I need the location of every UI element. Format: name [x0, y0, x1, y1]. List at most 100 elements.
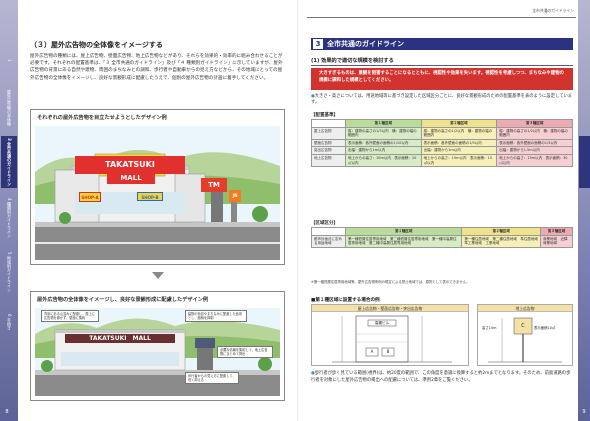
building-diagram-svg — [332, 315, 452, 363]
header-rule — [307, 17, 576, 18]
table-cell: 出幅：建物から1.5m以内 — [496, 146, 573, 155]
table-cell: 地上からの高さ：15m以内 表示面積：30㎡以内 — [496, 153, 573, 168]
table-header-cell: 第１種区域 — [345, 119, 422, 128]
bullet-text: 大きさ・高さについては、用途地域等に基づき設定した区域区分ごとに、良好な景観形成… — [311, 94, 573, 106]
bullet-paragraph: ●大きさ・高さについては、用途地域等に基づき設定した区域区分ごとに、良好な景観形… — [311, 94, 573, 107]
table-row: 地上広告物 地上からの高さ：10m以内 表示面積：10㎡以内 地上からの高さ：1… — [311, 153, 573, 168]
tab-procedures[interactable]: 6 手続き — [7, 314, 12, 330]
diagram-ground-sign: 地上広告物 高さ10m C 表示面積10㎡ — [477, 304, 573, 366]
sign-c-label: C — [521, 323, 525, 329]
section-banner: 3 全市共通のガイドライン — [311, 38, 573, 50]
callout-skyline: 背景にある山並みに配慮し、屋上に広告物を置かず、壁面に集約 — [41, 310, 99, 323]
mall-sign-top: TAKATSUKI — [75, 156, 185, 174]
callout-pedestrian: 歩行者からの見え方に配慮して、低く抑える — [185, 372, 239, 385]
tab-type-guideline[interactable]: 4 種類別ガイドライン — [7, 198, 12, 238]
building-name: 高槻ビル — [374, 321, 390, 325]
mall-illustration: TAKATSUKI MALL SHOP-A SHOP-B TM JN — [35, 126, 280, 260]
tab-1[interactable]: 1 — [7, 58, 12, 62]
table-header-row: 第１種区域 第２種区域 第３種区域 — [311, 119, 573, 128]
table-row: 屋上広告物 縦：建物の高さの1/3以内 横：建物の幅の範囲内 縦：建物の高さの1… — [311, 126, 573, 140]
area-dimension-label: 表示面積10㎡ — [534, 326, 556, 330]
diagram-label: 地上広告物 — [478, 305, 572, 312]
table-cell: 地上からの高さ：15m以内 表示面積：15㎡以内 — [420, 153, 498, 168]
table-header-cell: 第２種区域 — [461, 227, 541, 236]
mall-illustration-good: TAKATSUKI MALL 背景にある山並みに配慮し、屋上に広告物を置かず、壁… — [35, 308, 280, 396]
diagram-label: 屋上広告物・壁面広告物・突出広告物 — [312, 305, 468, 312]
diagram-heading: ■第１種区域に設置する場合の例 — [311, 298, 380, 303]
table2-label: 【区域区分】 — [311, 221, 338, 226]
footnote: ※第一種低層住居専用地域等、屋外広告物条例の規定による禁止地域では、原則として表… — [311, 280, 470, 284]
right-page-number: 9 — [582, 409, 586, 415]
section-title: 全市共通のガイドライン — [327, 40, 404, 48]
right-tab-strip: 9 — [578, 0, 590, 421]
footer-paragraph: ●歩行者が歩く見ている範囲(視界)は、約20度の範囲で、この角度を意識に換算する… — [311, 371, 573, 384]
placement-standards-table: 第１種区域 第２種区域 第３種区域 屋上広告物 縦：建物の高さの1/3以内 横：… — [311, 119, 573, 168]
tab-common-guideline[interactable]: 3 全市共通のガイドライン — [1, 136, 17, 188]
tab-active-marker[interactable] — [579, 136, 590, 188]
figure-bad-example: それぞれの屋外広告物を目立たせようとしたデザイン例 — [30, 109, 285, 265]
jn-sign: JN — [232, 193, 238, 198]
table-cell: 出幅：建物から1m以内 — [345, 146, 422, 155]
mall-sign-bottom: MALL — [107, 172, 155, 184]
right-page: 全市共通のガイドライン 9 3 全市共通のガイドライン (1) 効果的で適切な規… — [299, 0, 590, 421]
table-cell: 縦：建物の高さの1/3以内 横：建物の幅の範囲内 — [345, 126, 422, 140]
table-cell: 地上からの高さ：10m以内 表示面積：10㎡以内 — [345, 153, 422, 168]
table-cell: 商業地域 近隣商業地域 — [540, 234, 573, 248]
left-tab-strip: 1 屋外広告物の全体像 3 全市共通のガイドライン 4 種類別ガイドライン 5 … — [0, 0, 18, 421]
figure-title: 屋外広告物の全体像をイメージし、良好な景観形成に配慮したデザイン例 — [37, 297, 209, 303]
row-label: 突出広告物 — [311, 146, 346, 155]
mall-sign-good: TAKATSUKI MALL — [65, 334, 175, 343]
callout-consolidate: 必要な情報を集約して、地上広告物にまとめて掲出 — [217, 346, 273, 359]
table-header-cell: 第１種区域 — [344, 227, 463, 236]
figure-good-example: 屋外広告物の全体像をイメージし、良好な景観形成に配慮したデザイン例 T — [30, 291, 285, 401]
sub-heading: (1) 効果的で適切な規模を検討する — [311, 57, 573, 66]
table1-label: 【配置基準】 — [311, 113, 338, 118]
alert-box: 大きすぎるものは、景観を阻害することになるとともに、視認性や効果を失います。視認… — [311, 68, 573, 90]
figure-title: それぞれの屋外広告物を目立たせようとしたデザイン例 — [37, 115, 167, 121]
left-page-number: 8 — [5, 409, 9, 415]
table-cell: 表示面積：各外壁面の面積の1/3以内 — [496, 138, 573, 148]
shop-label-a: A — [370, 349, 374, 354]
callout-color: 建物の色彩やまちなみに配慮した色彩とし、面積を抑制 — [185, 310, 247, 323]
tab-area-guideline[interactable]: 5 地域別ガイドライン — [7, 252, 12, 292]
bullet-icon: ● — [311, 371, 315, 376]
row-label: 都市計画法に定める用途地域 — [311, 234, 346, 248]
height-dimension-label: 高さ10m — [482, 326, 497, 330]
bullet-icon: ● — [311, 94, 315, 99]
shop-a-sign: SHOP-A — [79, 192, 101, 202]
table-cell: 縦：建物の高さの1/2以内 横：建物の幅の範囲内 — [420, 126, 498, 140]
row-label: 壁面広告物 — [311, 138, 346, 148]
table-header-cell: 第２種区域 — [420, 119, 498, 128]
tab-overview[interactable]: 屋外広告物の全体像 — [7, 90, 12, 126]
table-cell: 第一種住居地域 第二種住居地域 準住居地域 準工業地域 工業地域 — [461, 234, 541, 248]
left-page: 1 屋外広告物の全体像 3 全市共通のガイドライン 4 種類別ガイドライン 5 … — [0, 0, 299, 421]
table-header-row: 第１種区域 第２種区域 第３種区域 — [311, 227, 573, 236]
table-cell: 出幅：建物から1m以内 — [420, 146, 498, 155]
ground-sign-diagram-svg — [488, 317, 562, 363]
table-cell: 縦：建物の高さの1/2以内 横：建物の幅の範囲内 — [496, 126, 573, 140]
row-label: 地上広告物 — [311, 153, 346, 168]
table-header-cell — [311, 119, 346, 128]
table-header-cell — [311, 227, 346, 236]
section-heading: （３）屋外広告物の全体像をイメージする — [30, 41, 163, 49]
table-cell: 第一種低層住居専用地域 第二種低層住居専用地域 第一種中高層住居専用地域 第二種… — [344, 234, 463, 248]
table-row: 突出広告物 出幅：建物から1m以内 出幅：建物から1m以内 出幅：建物から1.5… — [311, 146, 573, 155]
zoning-table: 第１種区域 第２種区域 第３種区域 都市計画法に定める用途地域 第一種低層住居専… — [311, 227, 573, 248]
table-header-cell: 第３種区域 — [540, 227, 573, 236]
section-body: 屋外広告物の種類には、屋上広告物、壁面広告物、地上広告物などがあり、それらを効果… — [30, 54, 283, 81]
transition-arrow-icon — [152, 272, 164, 279]
table-cell: 表示面積：各外壁面の面積の1/10以内 — [345, 138, 422, 148]
shop-label-b: B — [386, 349, 390, 354]
shop-b-sign: SHOP-B — [137, 192, 163, 201]
tm-sign: TM — [208, 181, 220, 189]
footer-text: 歩行者が歩く見ている範囲(視界)は、約20度の範囲で、この角度を意識に換算すると… — [311, 371, 571, 383]
table-cell: 表示面積：各外壁面の面積の1/5以内 — [420, 138, 498, 148]
left-text-block: （３）屋外広告物の全体像をイメージする 屋外広告物の種類には、屋上広告物、壁面広… — [30, 40, 284, 82]
section-number: 3 — [313, 39, 323, 49]
row-label: 屋上広告物 — [311, 126, 346, 140]
diagram-building: 屋上広告物・壁面広告物・突出広告物 高槻ビル A B — [311, 304, 469, 366]
table-header-cell: 第３種区域 — [496, 119, 573, 128]
running-header: 全市共通のガイドライン — [532, 8, 574, 13]
table-row: 壁面広告物 表示面積：各外壁面の面積の1/10以内 表示面積：各外壁面の面積の1… — [311, 138, 573, 148]
